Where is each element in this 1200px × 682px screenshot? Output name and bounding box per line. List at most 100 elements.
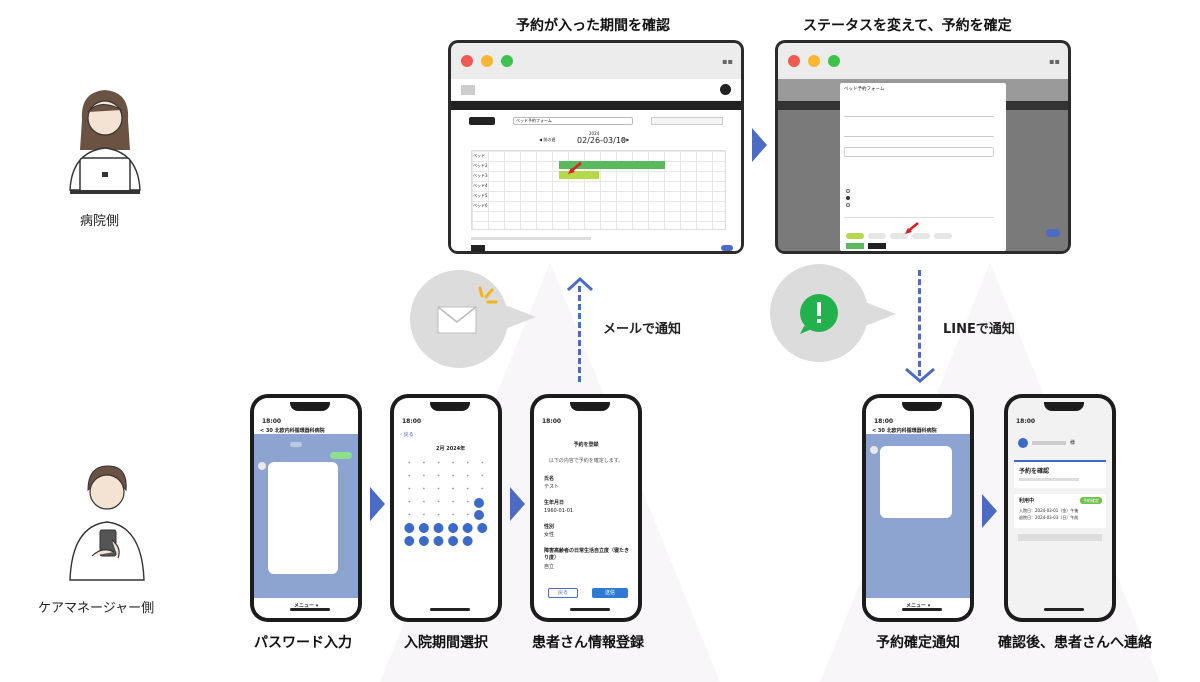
field-label: 生年月日 [544, 500, 565, 506]
add-reservation-button[interactable] [469, 117, 495, 125]
pointer-arrow-icon [567, 161, 583, 180]
flow-arrow-right [982, 494, 997, 528]
phone-password: 18:00 < 30 北欧内科循環器科病院 メニュー ▾ [250, 394, 362, 622]
close-dot-icon[interactable] [461, 55, 473, 67]
line-chat-screen: 18:00 < 30 北欧内科循環器科病院 メニュー ▾ [866, 398, 970, 618]
phone-period: 18:00 ‹ 戻る 2月 2024年 [390, 394, 502, 622]
flow-arrow-right [370, 487, 385, 521]
minimize-dot-icon[interactable] [808, 55, 820, 67]
scroll-up-button[interactable] [1046, 229, 1060, 237]
cancel-button[interactable] [868, 243, 886, 249]
status-time: 18:00 [262, 418, 282, 425]
form-select[interactable]: ベッド予約フォーム [513, 117, 633, 125]
confirm-card: 予約を確認 [1014, 460, 1106, 488]
patient-form-screen: 18:00 予約を登録 以下の内容で予約を確定します。 氏名 テスト 生年月日 … [534, 398, 638, 618]
date-select-screen: 18:00 ‹ 戻る 2月 2024年 [394, 398, 498, 618]
maximize-dot-icon[interactable] [501, 55, 513, 67]
field-label: 氏名 [544, 476, 555, 482]
status-button[interactable] [890, 233, 908, 239]
usage-badge: 予約確定 [1080, 497, 1102, 504]
chat-menu-button[interactable]: メニュー ▾ [294, 603, 319, 609]
flow-arrow-up [578, 286, 581, 382]
status-button[interactable] [846, 233, 864, 239]
phone-contact: 18:00 様 予約を確認 利用中 予約確定 入院日：2024-03-01（金）… [1004, 394, 1116, 622]
browser-title-bar: ▪▪ [778, 43, 1068, 79]
prev-week-button[interactable]: ◀ 前の週 [539, 137, 556, 142]
usage-line: 退院日：2024-03-03（日）午前 [1019, 515, 1079, 520]
chat-title[interactable]: < 30 北欧内科循環器科病院 [260, 428, 325, 434]
status-time: 18:00 [542, 418, 562, 425]
bed-labels: ベッド ベッド2 ベッド3 ベッド4 ベッド5 ベッド6 [473, 151, 503, 211]
bed-label: ベッド [473, 153, 485, 158]
calendar-month: 2月 2024年 [436, 446, 466, 452]
calendar-app: ベッド予約フォーム 2024 ◀ 前の週 02/26-03/10 次 ▶ ベッド… [451, 79, 741, 251]
flow-arrow-right [752, 128, 767, 162]
view-toggle[interactable] [651, 117, 723, 125]
app-header [451, 79, 741, 101]
hospital-staff-illustration [60, 80, 150, 200]
radio-option[interactable] [846, 189, 850, 193]
honorific: 様 [1070, 440, 1076, 446]
selected-week[interactable] [402, 523, 490, 533]
submit-button[interactable]: 送信 [592, 588, 628, 598]
reserve-intro: 以下の内容で予約を確定します。 [548, 458, 624, 464]
received-message [268, 462, 338, 574]
form-browser-window: ▪▪ ベッド予約フォーム [775, 40, 1071, 254]
form-app: ベッド予約フォーム [778, 79, 1068, 251]
status-time: 18:00 [402, 418, 422, 425]
reservation-bar[interactable] [559, 161, 665, 169]
options-icon[interactable]: ▪▪ [722, 57, 733, 66]
form-input[interactable] [844, 147, 994, 157]
arrow-head-down-icon [904, 366, 936, 388]
status-button[interactable] [912, 233, 930, 239]
radio-option[interactable] [846, 203, 850, 207]
scroll-up-button[interactable] [721, 245, 733, 251]
bed-label: ベッド5 [473, 193, 488, 198]
calendar-range: 02/26-03/10 [577, 136, 626, 145]
options-icon[interactable]: ▪▪ [1049, 57, 1060, 66]
user-avatar[interactable] [720, 84, 731, 95]
back-button[interactable]: 戻る [548, 588, 578, 598]
back-link[interactable]: ‹ 戻る [400, 432, 414, 438]
radio-option[interactable] [846, 196, 850, 200]
hospital-side-label: 病院側 [80, 214, 120, 229]
selected-week[interactable] [402, 536, 476, 546]
received-message [880, 446, 952, 518]
step-label-contact: 確認後、患者さんへ連絡 [998, 635, 1152, 651]
close-dot-icon[interactable] [788, 55, 800, 67]
selected-day[interactable] [474, 498, 484, 508]
next-week-button[interactable]: 次 ▶ [621, 137, 630, 142]
status-button[interactable] [868, 233, 886, 239]
heading-change-status: ステータスを変えて、予約を確定 [803, 18, 1012, 34]
step-label-notify: 予約確定通知 [876, 635, 960, 651]
reservation-bar-highlight[interactable] [559, 171, 599, 179]
modal-title: ベッド予約フォーム [844, 87, 885, 92]
status-button[interactable] [934, 233, 952, 239]
bed-label: ベッド4 [473, 183, 488, 188]
field-label: 性別 [544, 524, 555, 530]
chat-title[interactable]: < 30 北欧内科循環器科病院 [872, 428, 937, 434]
step-label-patient: 患者さん情報登録 [532, 635, 644, 651]
bed-label: ベッド2 [473, 163, 488, 168]
sent-bubble [330, 452, 352, 459]
calendar-browser-window: ▪▪ ベッド予約フォーム 2024 ◀ 前の週 02/26-03/10 次 ▶ … [448, 40, 744, 254]
line-chat-screen: 18:00 < 30 北欧内科循環器科病院 メニュー ▾ [254, 398, 358, 618]
minimize-dot-icon[interactable] [481, 55, 493, 67]
chat-menu-button[interactable]: メニュー ▾ [906, 603, 931, 609]
maximize-dot-icon[interactable] [828, 55, 840, 67]
field-value: 自立 [544, 564, 555, 570]
usage-line: 入院日：2024-03-01（金）午後 [1019, 508, 1079, 513]
step-label-period: 入院期間選択 [404, 635, 488, 651]
care-manager-illustration [62, 460, 152, 585]
line-flow-label: LINEで通知 [943, 322, 1015, 337]
confirm-card-title: 予約を確認 [1019, 468, 1050, 475]
field-value: 1960-01-01 [544, 508, 574, 514]
disabled-button[interactable] [1018, 534, 1102, 541]
save-button[interactable] [846, 243, 864, 249]
selected-day[interactable] [474, 510, 484, 520]
usage-title: 利用中 [1019, 498, 1035, 504]
reserve-title: 予約を登録 [573, 442, 599, 448]
phone-patient: 18:00 予約を登録 以下の内容で予約を確定します。 氏名 テスト 生年月日 … [530, 394, 642, 622]
avatar [870, 446, 878, 454]
heading-confirm-period: 予約が入った期間を確認 [516, 18, 670, 34]
